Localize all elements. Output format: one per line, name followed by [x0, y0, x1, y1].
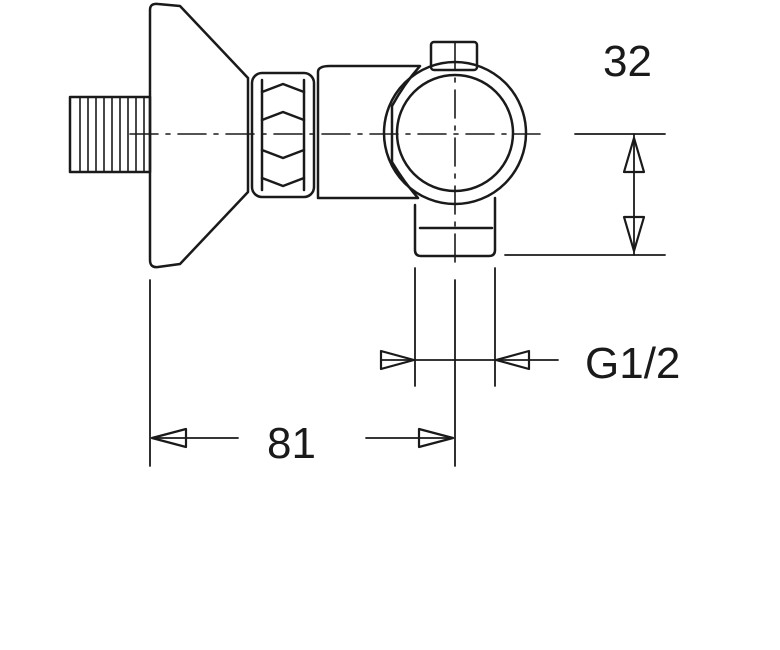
dimension-label-g12: G1/2 — [585, 339, 680, 388]
dimension-81 — [150, 427, 455, 449]
extension-lines — [149, 133, 666, 467]
dimension-label-81: 81 — [267, 419, 316, 468]
outlet-housing-outer — [382, 60, 528, 206]
hex-nut — [250, 71, 316, 199]
dimension-32 — [622, 133, 646, 256]
dimension-g12 — [379, 349, 559, 371]
dimension-label-32: 32 — [603, 37, 652, 86]
spindle-stub — [429, 40, 479, 72]
wall-flange — [148, 2, 250, 269]
center-lines — [129, 41, 541, 271]
valve-body — [316, 64, 422, 200]
